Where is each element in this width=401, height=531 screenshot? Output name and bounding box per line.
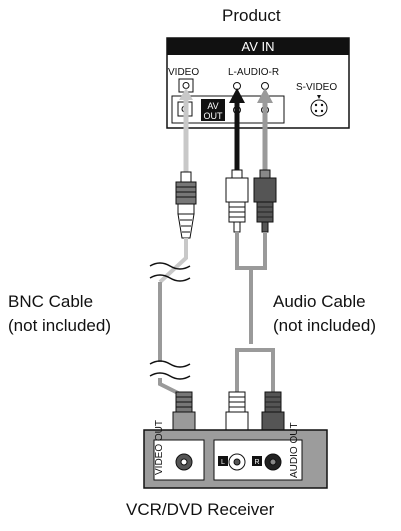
bnc-plug-top	[175, 171, 197, 239]
rca-plug-white-top	[225, 169, 249, 233]
cable-break-mark	[149, 262, 191, 270]
receiver-title: VCR/DVD Receiver	[126, 500, 275, 519]
product-label: Product	[222, 6, 281, 25]
svideo-label: S-VIDEO	[296, 82, 337, 93]
av-out-label-1: AV	[207, 101, 218, 111]
vcr-dvd-receiver: VIDEO OUT AUDIO OUT L R	[143, 420, 328, 489]
rca-plug-red-top	[253, 169, 277, 233]
product-panel: AV IN VIDEO L-AUDIO-R S-VIDEO AV OUT	[166, 37, 350, 129]
audio-out-label: AUDIO OUT	[289, 422, 300, 478]
audio-cable-label-line1: Audio Cable	[273, 292, 366, 311]
svideo-jack	[310, 99, 328, 117]
left-channel-mark	[218, 456, 228, 466]
video-out-label: VIDEO OUT	[154, 420, 165, 475]
r-mark-text: R	[254, 459, 259, 466]
l-mark-text: L	[221, 459, 225, 466]
bnc-cable-label-line2: (not included)	[8, 316, 112, 335]
bnc-cable	[149, 238, 191, 398]
audio-in-label: L-AUDIO-R	[228, 67, 279, 78]
av-out-badge	[201, 99, 225, 121]
av-in-header-bar	[167, 38, 349, 55]
audio-cable-label-line2: (not included)	[273, 316, 377, 335]
audio-cable	[235, 232, 275, 392]
connection-arrows	[179, 88, 273, 175]
av-out-label-2: OUT	[204, 111, 224, 121]
bnc-cable-label-line1: BNC Cable	[8, 292, 94, 311]
av-in-header: AV IN	[242, 39, 275, 54]
video-in-label: VIDEO	[168, 67, 199, 78]
right-channel-mark	[252, 456, 262, 466]
